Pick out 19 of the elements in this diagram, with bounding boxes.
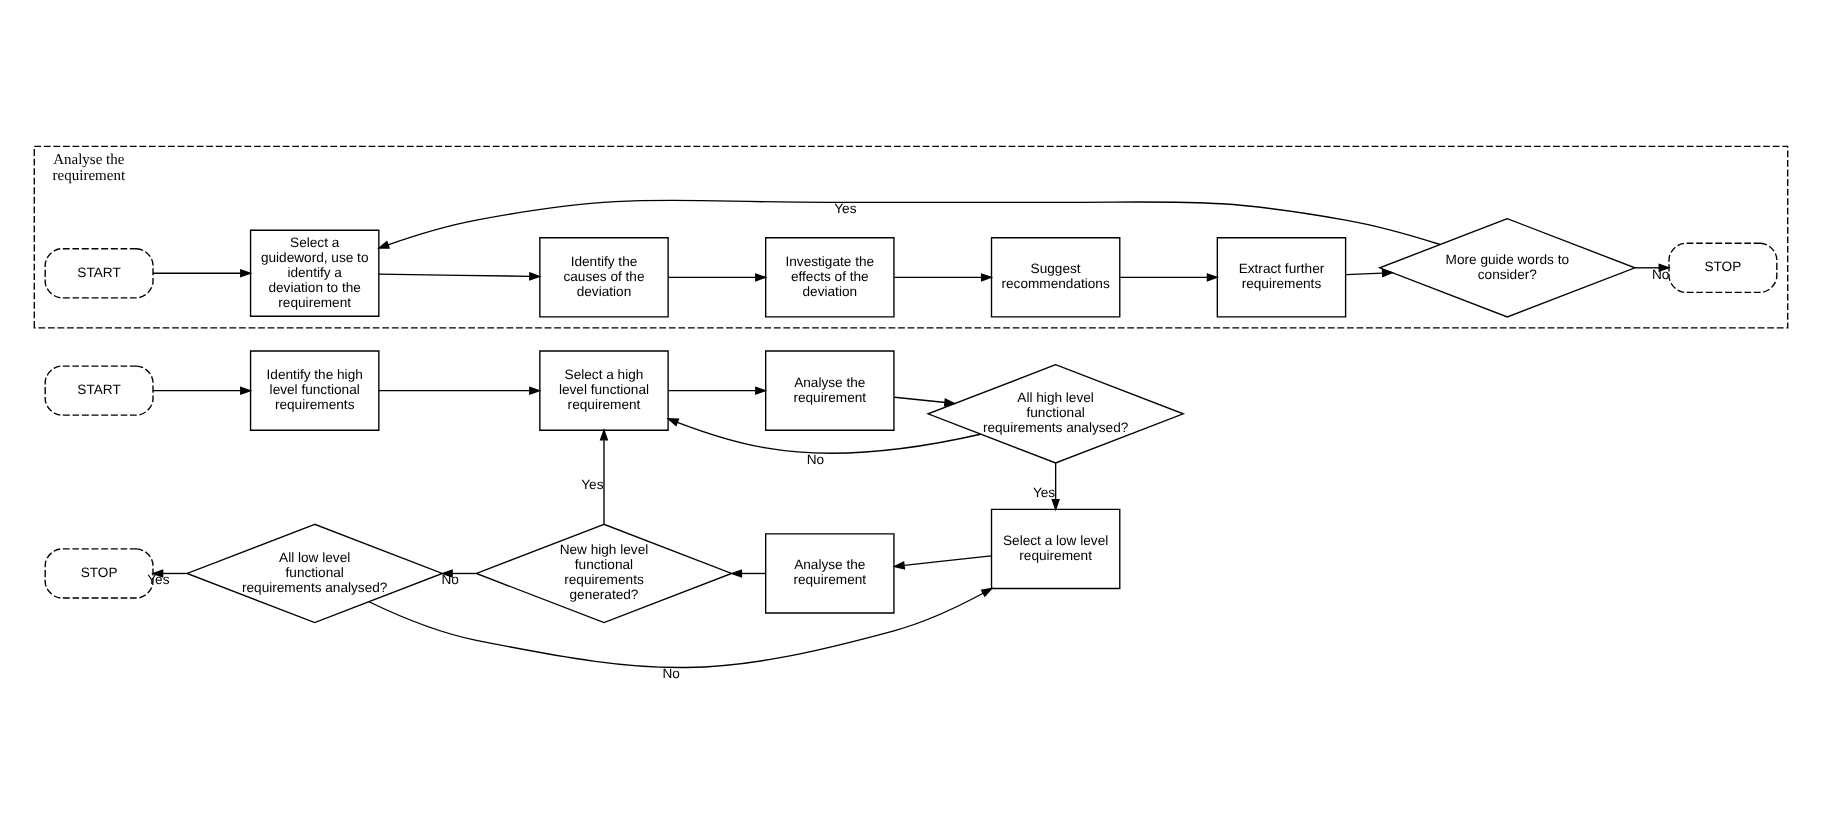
arrow: [893, 273, 994, 282]
arrow: [378, 386, 542, 395]
arrow: [668, 386, 768, 395]
arrow: [152, 268, 253, 278]
arrow: [377, 199, 1441, 249]
arrow: [1345, 268, 1395, 278]
arrow: [893, 396, 957, 407]
arrow: [152, 386, 253, 395]
arrow: [729, 569, 767, 578]
arrow: [892, 555, 992, 570]
arrow: [151, 569, 188, 578]
arrow: [666, 418, 982, 454]
arrow: [368, 587, 994, 669]
arrow: [440, 569, 477, 578]
arrow: [1051, 462, 1060, 512]
arrow: [1119, 273, 1220, 282]
arrow: [378, 272, 542, 281]
arrow: [668, 273, 768, 282]
arrow: [599, 428, 609, 525]
